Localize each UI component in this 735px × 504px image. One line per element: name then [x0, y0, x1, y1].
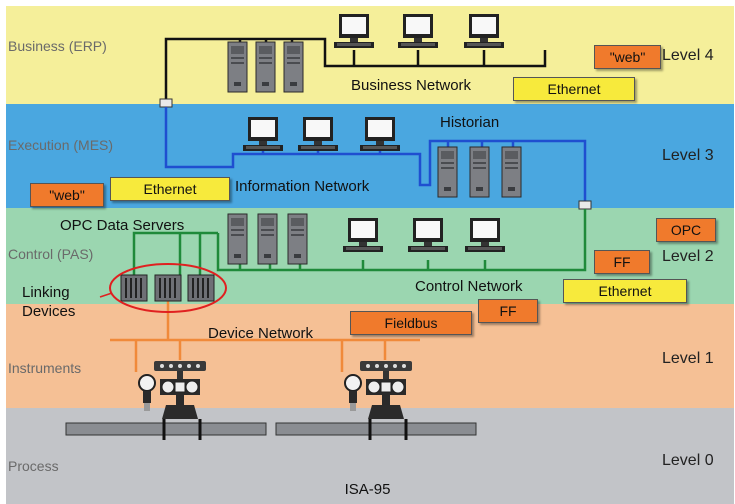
label-control-network: Control Network	[415, 278, 523, 295]
server-icon	[287, 213, 308, 265]
level-3: Level 3	[662, 147, 714, 164]
layer-name-business: Business (ERP)	[8, 38, 107, 54]
server-icon	[227, 213, 248, 265]
workstation-icon	[343, 218, 383, 252]
control-network-line	[132, 209, 587, 275]
workstation-icon	[398, 14, 438, 48]
workstation-icon	[360, 117, 400, 151]
valve-icon	[138, 360, 207, 420]
workstation-icon	[464, 14, 504, 48]
pipe-icon	[65, 422, 477, 436]
server-icon	[469, 146, 490, 198]
label-historian: Historian	[440, 114, 500, 131]
label-devices: Devices	[22, 303, 76, 320]
server-icon	[227, 41, 248, 93]
tag-ff-device: FF	[478, 299, 538, 323]
layer-name-control: Control (PAS)	[8, 246, 94, 262]
linking-device-icon	[120, 274, 148, 302]
workstation-icon	[334, 14, 374, 48]
linking-devices-highlight	[109, 263, 227, 313]
valve-icon	[344, 360, 413, 420]
label-device-network: Device Network	[208, 325, 314, 342]
level-1: Level 1	[662, 350, 714, 367]
tag-ethernet-execution: Ethernet	[110, 177, 230, 201]
label-information-network: Information Network	[235, 178, 370, 195]
layer-name-process: Process	[8, 458, 59, 474]
workstation-icon	[298, 117, 338, 151]
information-network-line	[164, 107, 587, 204]
level-4: Level 4	[662, 47, 714, 64]
label-opc-data-servers: OPC Data Servers	[60, 217, 185, 234]
label-linking: Linking	[22, 284, 70, 301]
device-network-line	[110, 300, 420, 372]
server-icon	[255, 41, 276, 93]
tag-web-execution: "web"	[30, 183, 104, 207]
layer-name-instruments: Instruments	[8, 360, 82, 376]
tag-ff-control: FF	[594, 250, 650, 274]
workstation-icon	[243, 117, 283, 151]
server-icon	[283, 41, 304, 93]
layer-name-execution: Execution (MES)	[8, 137, 114, 153]
workstation-icon	[465, 218, 505, 252]
linking-device-icon	[154, 274, 182, 302]
tag-ethernet-business: Ethernet	[513, 77, 635, 101]
server-icon	[437, 146, 458, 198]
label-business-network: Business Network	[351, 77, 472, 94]
tag-fieldbus: Fieldbus	[350, 311, 472, 335]
router-business	[159, 98, 173, 108]
tag-opc: OPC	[656, 218, 716, 242]
tag-ethernet-control: Ethernet	[563, 279, 687, 303]
linking-device-icon	[187, 274, 215, 302]
server-icon	[257, 213, 278, 265]
router-information	[578, 200, 592, 210]
server-icon	[501, 146, 522, 198]
level-0: Level 0	[662, 452, 714, 469]
workstation-icon	[408, 218, 448, 252]
tag-web-business: "web"	[594, 45, 661, 69]
level-2: Level 2	[662, 248, 714, 265]
diagram-caption: ISA-95	[344, 481, 391, 498]
